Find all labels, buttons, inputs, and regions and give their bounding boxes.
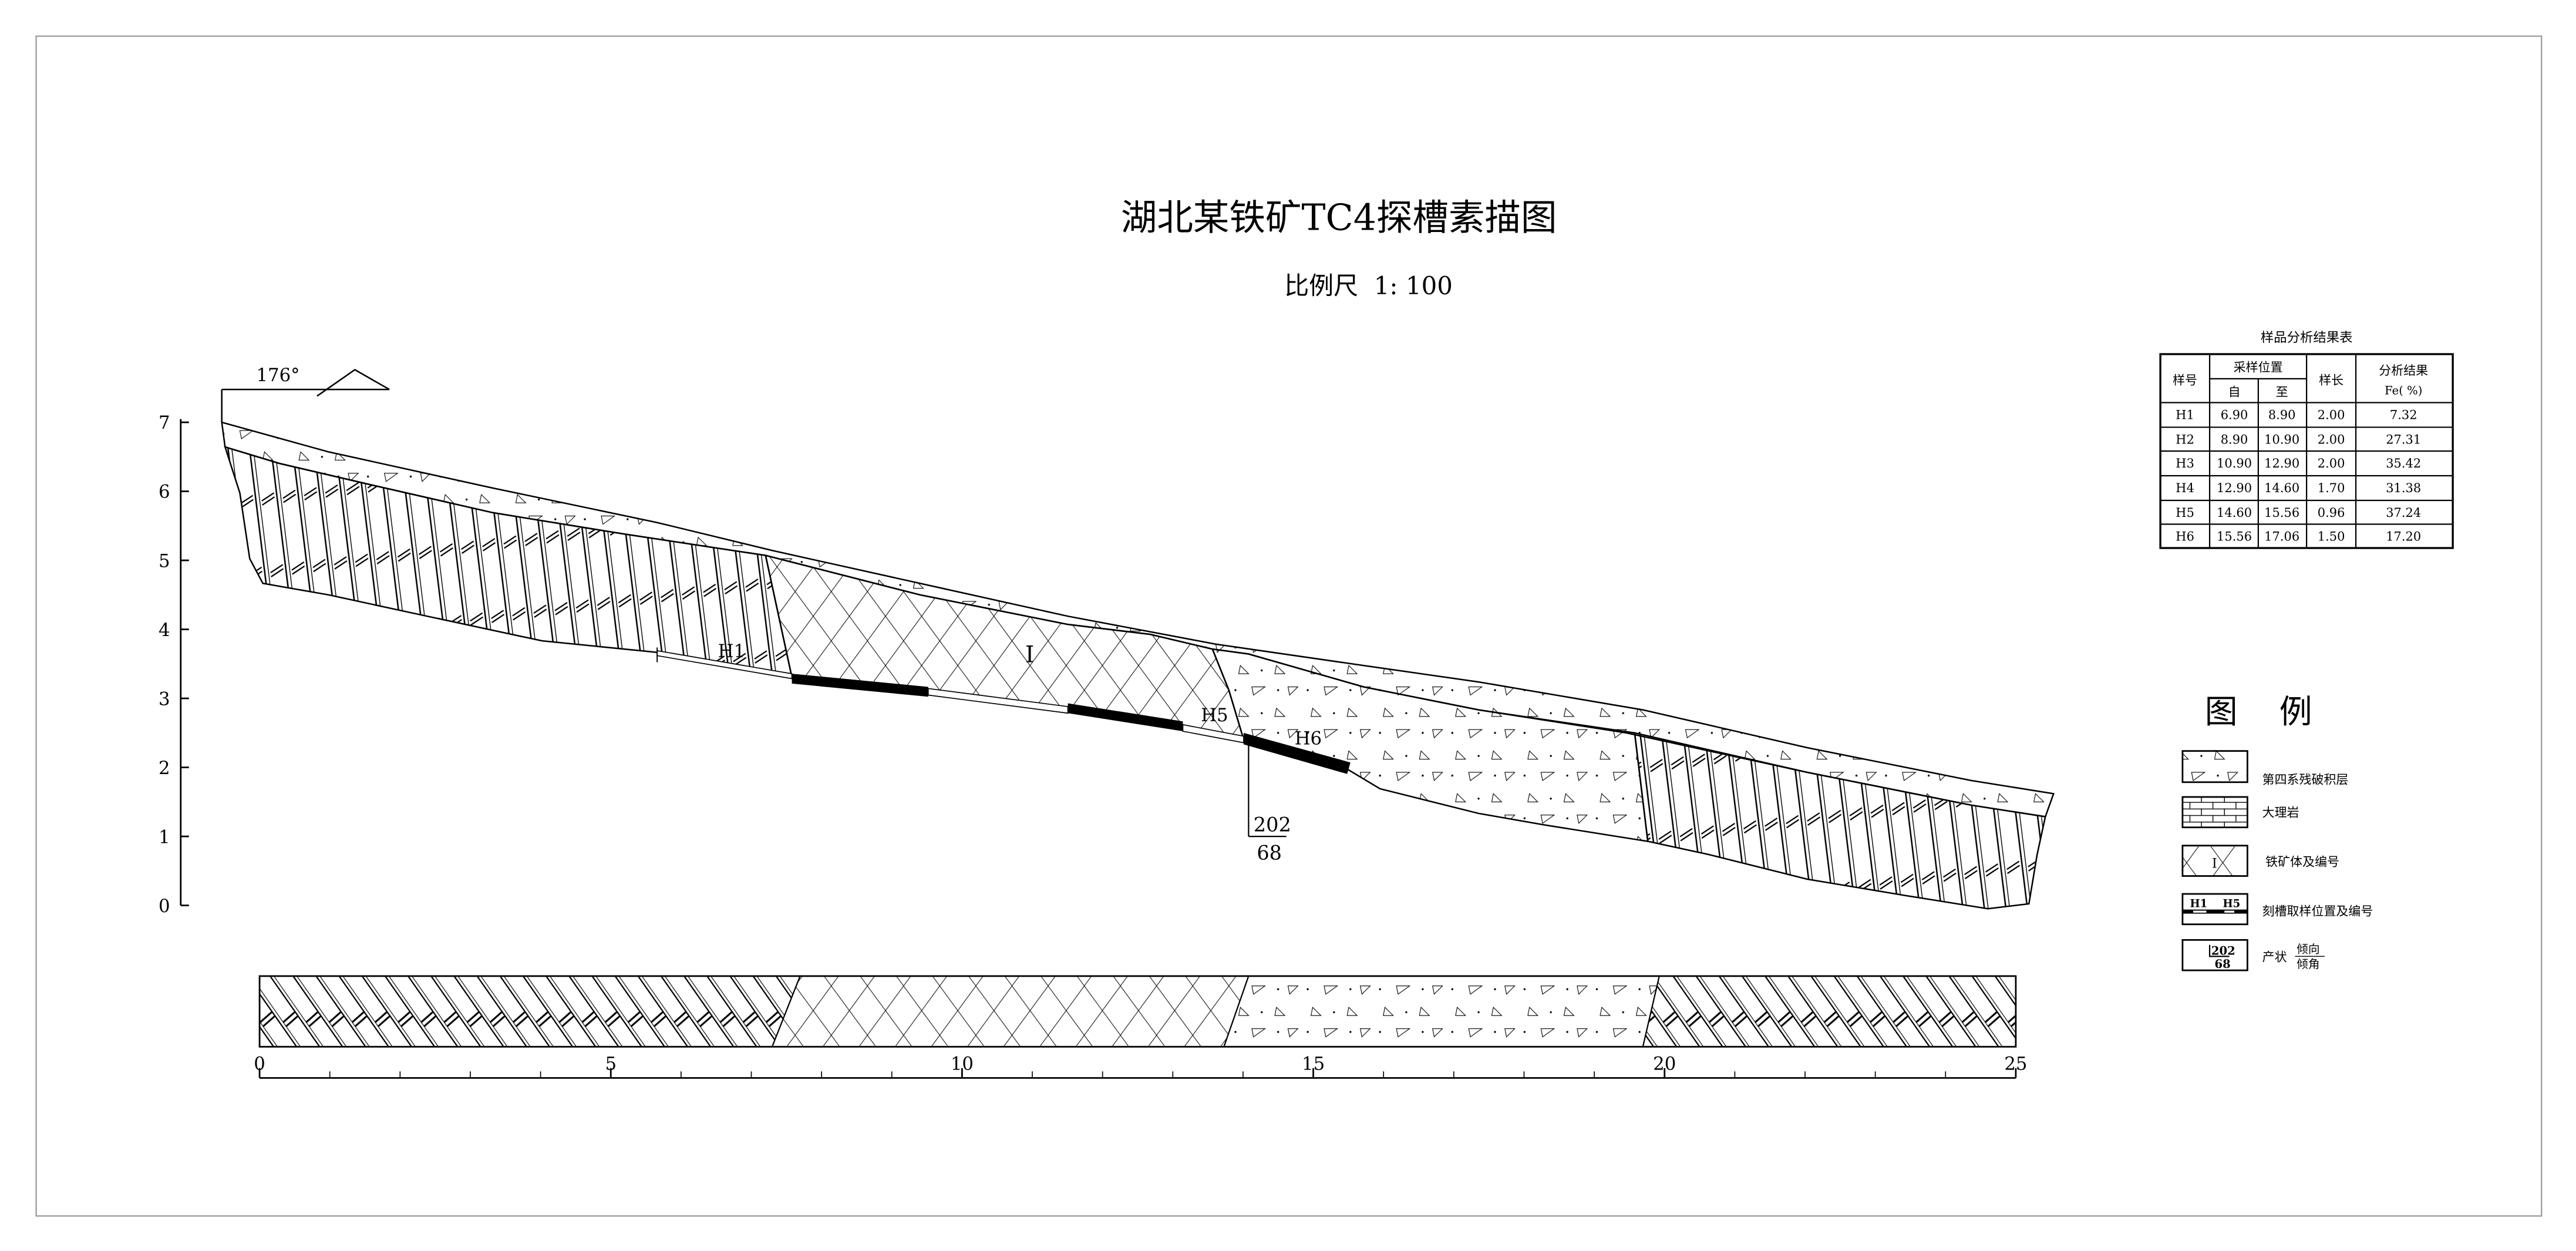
header-result: 分析结果 [2379, 364, 2428, 378]
label-h5: H5 [1201, 705, 1228, 726]
table-row: H4 12.90 14.60 1.70 31.38 [2176, 481, 2421, 495]
cell-to: 8.90 [2268, 408, 2296, 422]
ore-body-unit [765, 554, 1245, 741]
legend-item-marble: 大理岩 [2262, 806, 2299, 820]
cell-from: 10.90 [2217, 456, 2252, 470]
sample-h6 [1243, 732, 1351, 774]
legend: 图 例 第四系残破积层 大理岩 I 铁矿体及编号 H1 H5 刻槽取样位置及编号… [2181, 693, 2373, 971]
azimuth-label: 176° [256, 365, 299, 386]
cell-length: 1.70 [2318, 481, 2345, 495]
y-tick-label: 0 [159, 896, 170, 917]
dip-angle-value: 68 [1257, 841, 1282, 864]
table-row: H6 15.56 17.06 1.50 17.20 [2176, 529, 2421, 543]
cell-to: 17.06 [2264, 529, 2299, 543]
cell-fe: 17.20 [2386, 529, 2421, 543]
legend-item-quaternary: 第四系残破积层 [2262, 773, 2349, 787]
table-row: H1 6.90 8.90 2.00 7.32 [2176, 408, 2417, 422]
cell-id: H6 [2176, 529, 2194, 543]
legend-symbol-h1: H1 [2190, 897, 2208, 910]
cell-from: 6.90 [2221, 408, 2248, 422]
cell-to: 12.90 [2264, 456, 2299, 470]
x-tick-label: 15 [1302, 1053, 1325, 1074]
legend-item-sampling: 刻槽取样位置及编号 [2262, 904, 2373, 918]
header-sample-no: 样号 [2173, 374, 2197, 388]
cell-from: 12.90 [2217, 481, 2252, 495]
cell-length: 1.50 [2318, 529, 2345, 543]
cell-id: H1 [2176, 408, 2194, 422]
legend-title: 图 例 [2205, 693, 2312, 731]
legend-symbol-dip-direction: 202 [2211, 944, 2235, 958]
cell-to: 15.56 [2264, 506, 2299, 520]
legend-ore-symbol: I [2212, 856, 2217, 871]
header-from: 自 [2228, 385, 2241, 399]
drawing-title: 湖北某铁矿TC4探槽素描图 [1121, 197, 1557, 239]
y-tick-label: 6 [159, 482, 170, 503]
cell-length: 2.00 [2318, 408, 2345, 422]
cell-fe: 31.38 [2386, 481, 2421, 495]
marble-right-unit [1634, 732, 2046, 910]
label-h1: H1 [718, 641, 745, 662]
header-to: 至 [2276, 385, 2288, 399]
cell-from: 15.56 [2217, 529, 2252, 543]
header-length: 样长 [2319, 374, 2343, 388]
header-result-unit: Fe( %) [2385, 384, 2422, 397]
x-axis: 0 5 10 15 20 25 [254, 1053, 2028, 1079]
scale-label: 比例尺 1: 100 [1284, 271, 1453, 300]
cell-fe: 37.24 [2386, 506, 2421, 520]
attitude-marker: 202 68 [1248, 742, 1291, 864]
cell-id: H5 [2176, 506, 2194, 520]
y-tick-label: 7 [159, 412, 170, 433]
y-tick-label: 3 [159, 688, 170, 709]
table-row: H5 14.60 15.56 0.96 37.24 [2176, 506, 2421, 520]
drawing-frame [35, 35, 2543, 1217]
cell-length: 2.00 [2318, 456, 2345, 470]
cell-from: 14.60 [2217, 506, 2252, 520]
cell-id: H4 [2176, 481, 2194, 495]
dip-direction-value: 202 [1254, 813, 1291, 836]
cell-fe: 27.31 [2386, 432, 2421, 446]
legend-attitude-frac-top: 倾向 [2296, 943, 2319, 956]
legend-symbol-h5: H5 [2223, 897, 2240, 910]
cell-id: H2 [2176, 432, 2194, 446]
legend-item-attitude: 产状 [2262, 950, 2287, 964]
table-row: H2 8.90 10.90 2.00 27.31 [2176, 432, 2421, 446]
cell-length: 2.00 [2318, 432, 2345, 446]
cell-fe: 7.32 [2390, 408, 2417, 422]
y-tick-label: 1 [159, 826, 170, 848]
label-h6: H6 [1295, 728, 1322, 749]
legend-symbol-dip-angle: 68 [2214, 957, 2230, 971]
y-axis: 0 1 2 3 4 5 6 7 [159, 412, 189, 917]
x-tick-label: 10 [951, 1053, 974, 1074]
trench-section: H1 I H5 H6 202 68 [221, 421, 2055, 910]
header-position: 采样位置 [2234, 360, 2283, 374]
cell-to: 14.60 [2264, 481, 2299, 495]
marble-left-unit [224, 446, 793, 678]
x-tick-label: 20 [1653, 1053, 1676, 1074]
y-tick-label: 4 [159, 620, 170, 641]
trench-floor-strip [258, 975, 2017, 1048]
sample-analysis-table: 样品分析结果表 样号 采样位置 自 至 样长 分析结果 Fe( %) H1 6.9… [2159, 330, 2454, 549]
cell-fe: 35.42 [2386, 456, 2421, 470]
cell-to: 10.90 [2264, 432, 2299, 446]
x-tick-label: 0 [254, 1053, 265, 1074]
sample-h2 [792, 674, 928, 697]
table-title: 样品分析结果表 [2261, 330, 2353, 345]
table-row: H3 10.90 12.90 2.00 35.42 [2176, 456, 2421, 470]
cell-from: 8.90 [2221, 432, 2248, 446]
legend-item-ore-body: 铁矿体及编号 [2265, 855, 2339, 869]
azimuth-marker: 176° [221, 365, 390, 423]
y-tick-label: 5 [159, 550, 170, 571]
x-tick-label: 5 [605, 1053, 617, 1074]
x-tick-label: 25 [2004, 1053, 2027, 1074]
cell-id: H3 [2176, 456, 2194, 470]
cell-length: 0.96 [2318, 506, 2345, 520]
legend-attitude-frac-bottom: 倾角 [2296, 957, 2319, 971]
label-ore-id: I [1025, 642, 1034, 668]
sample-h4 [1068, 703, 1183, 732]
y-tick-label: 2 [159, 758, 170, 779]
